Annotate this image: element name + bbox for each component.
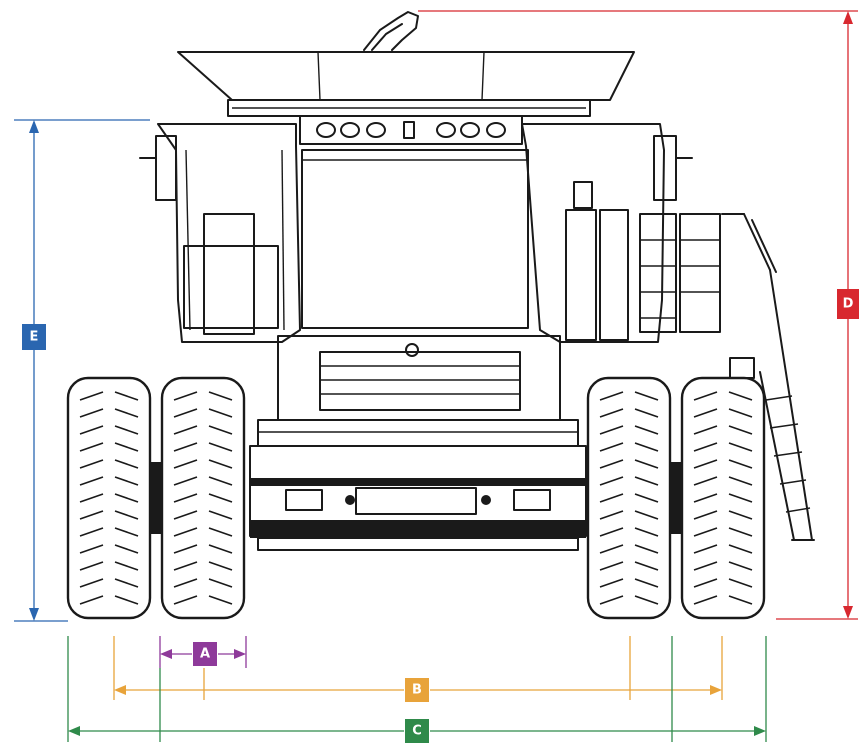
lower-frame: [150, 445, 684, 551]
tread-chevron: [693, 425, 753, 435]
machine-body: [139, 123, 721, 343]
tire-right-inner: [586, 376, 672, 620]
tread-chevron: [599, 544, 659, 554]
tread-chevron: [599, 442, 659, 452]
tread-chevron: [79, 459, 139, 469]
tread-chevron: [173, 476, 233, 486]
combine-illustration: [66, 11, 815, 620]
tread-chevron: [599, 578, 659, 588]
tread-chevron: [79, 561, 139, 571]
dimension-c-overall-width: C: [67, 636, 767, 743]
tread-chevron: [79, 544, 139, 554]
tread-chevron: [173, 578, 233, 588]
unloading-auger-spout: [363, 11, 419, 51]
tread-chevron: [599, 425, 659, 435]
tread-chevron: [173, 527, 233, 537]
tread-chevron: [79, 510, 139, 520]
tire-left-outer: [66, 376, 152, 620]
tread-chevron: [173, 493, 233, 503]
tread-chevron: [173, 595, 233, 605]
tread-chevron: [599, 527, 659, 537]
tread-chevron: [173, 510, 233, 520]
tread-chevron: [79, 493, 139, 503]
tread-chevron: [173, 442, 233, 452]
tread-chevron: [693, 391, 753, 401]
badge-c-label: C: [412, 724, 422, 739]
tread-chevron: [693, 527, 753, 537]
tread-chevron: [693, 493, 753, 503]
dimension-a-tire-width: A: [159, 636, 247, 668]
tread-chevron: [173, 459, 233, 469]
tread-chevron: [79, 578, 139, 588]
tread-chevron: [79, 408, 139, 418]
badge-a: [193, 642, 217, 666]
tread-chevron: [693, 408, 753, 418]
light-bar: [299, 115, 523, 145]
dimension-d-height: D: [418, 10, 859, 620]
tread-chevron: [693, 595, 753, 605]
grain-tank: [177, 51, 635, 117]
tread-chevron: [599, 561, 659, 571]
tread-chevron: [599, 408, 659, 418]
badge-d-label: D: [843, 297, 854, 312]
tread-chevron: [79, 442, 139, 452]
badge-b: [405, 678, 429, 702]
badge-d: [837, 289, 859, 319]
tread-chevron: [693, 544, 753, 554]
tire-left-inner: [160, 376, 246, 620]
tread-chevron: [599, 459, 659, 469]
tire-right-outer: [680, 376, 766, 620]
tread-chevron: [599, 391, 659, 401]
tread-chevron: [173, 391, 233, 401]
tire-treads: [79, 391, 753, 605]
tread-chevron: [693, 476, 753, 486]
badge-c: [405, 719, 429, 743]
tread-chevron: [599, 510, 659, 520]
badge-e: [22, 324, 46, 350]
rear-engine-hood: [257, 335, 579, 447]
tread-chevron: [79, 527, 139, 537]
tread-chevron: [79, 391, 139, 401]
tread-chevron: [79, 595, 139, 605]
dimension-e-height: E: [14, 119, 150, 622]
tread-chevron: [599, 476, 659, 486]
tread-chevron: [79, 476, 139, 486]
badge-e-label: E: [30, 330, 39, 345]
tread-chevron: [599, 595, 659, 605]
tread-chevron: [173, 561, 233, 571]
dimension-b-track-width: B: [113, 636, 723, 702]
tread-chevron: [693, 442, 753, 452]
tread-chevron: [79, 425, 139, 435]
tread-chevron: [599, 493, 659, 503]
tread-chevron: [693, 561, 753, 571]
badge-b-label: B: [412, 683, 422, 698]
tread-chevron: [173, 544, 233, 554]
tread-chevron: [693, 578, 753, 588]
tread-chevron: [173, 408, 233, 418]
tread-chevron: [693, 510, 753, 520]
tread-chevron: [693, 459, 753, 469]
tread-chevron: [173, 425, 233, 435]
badge-a-label: A: [200, 647, 210, 662]
